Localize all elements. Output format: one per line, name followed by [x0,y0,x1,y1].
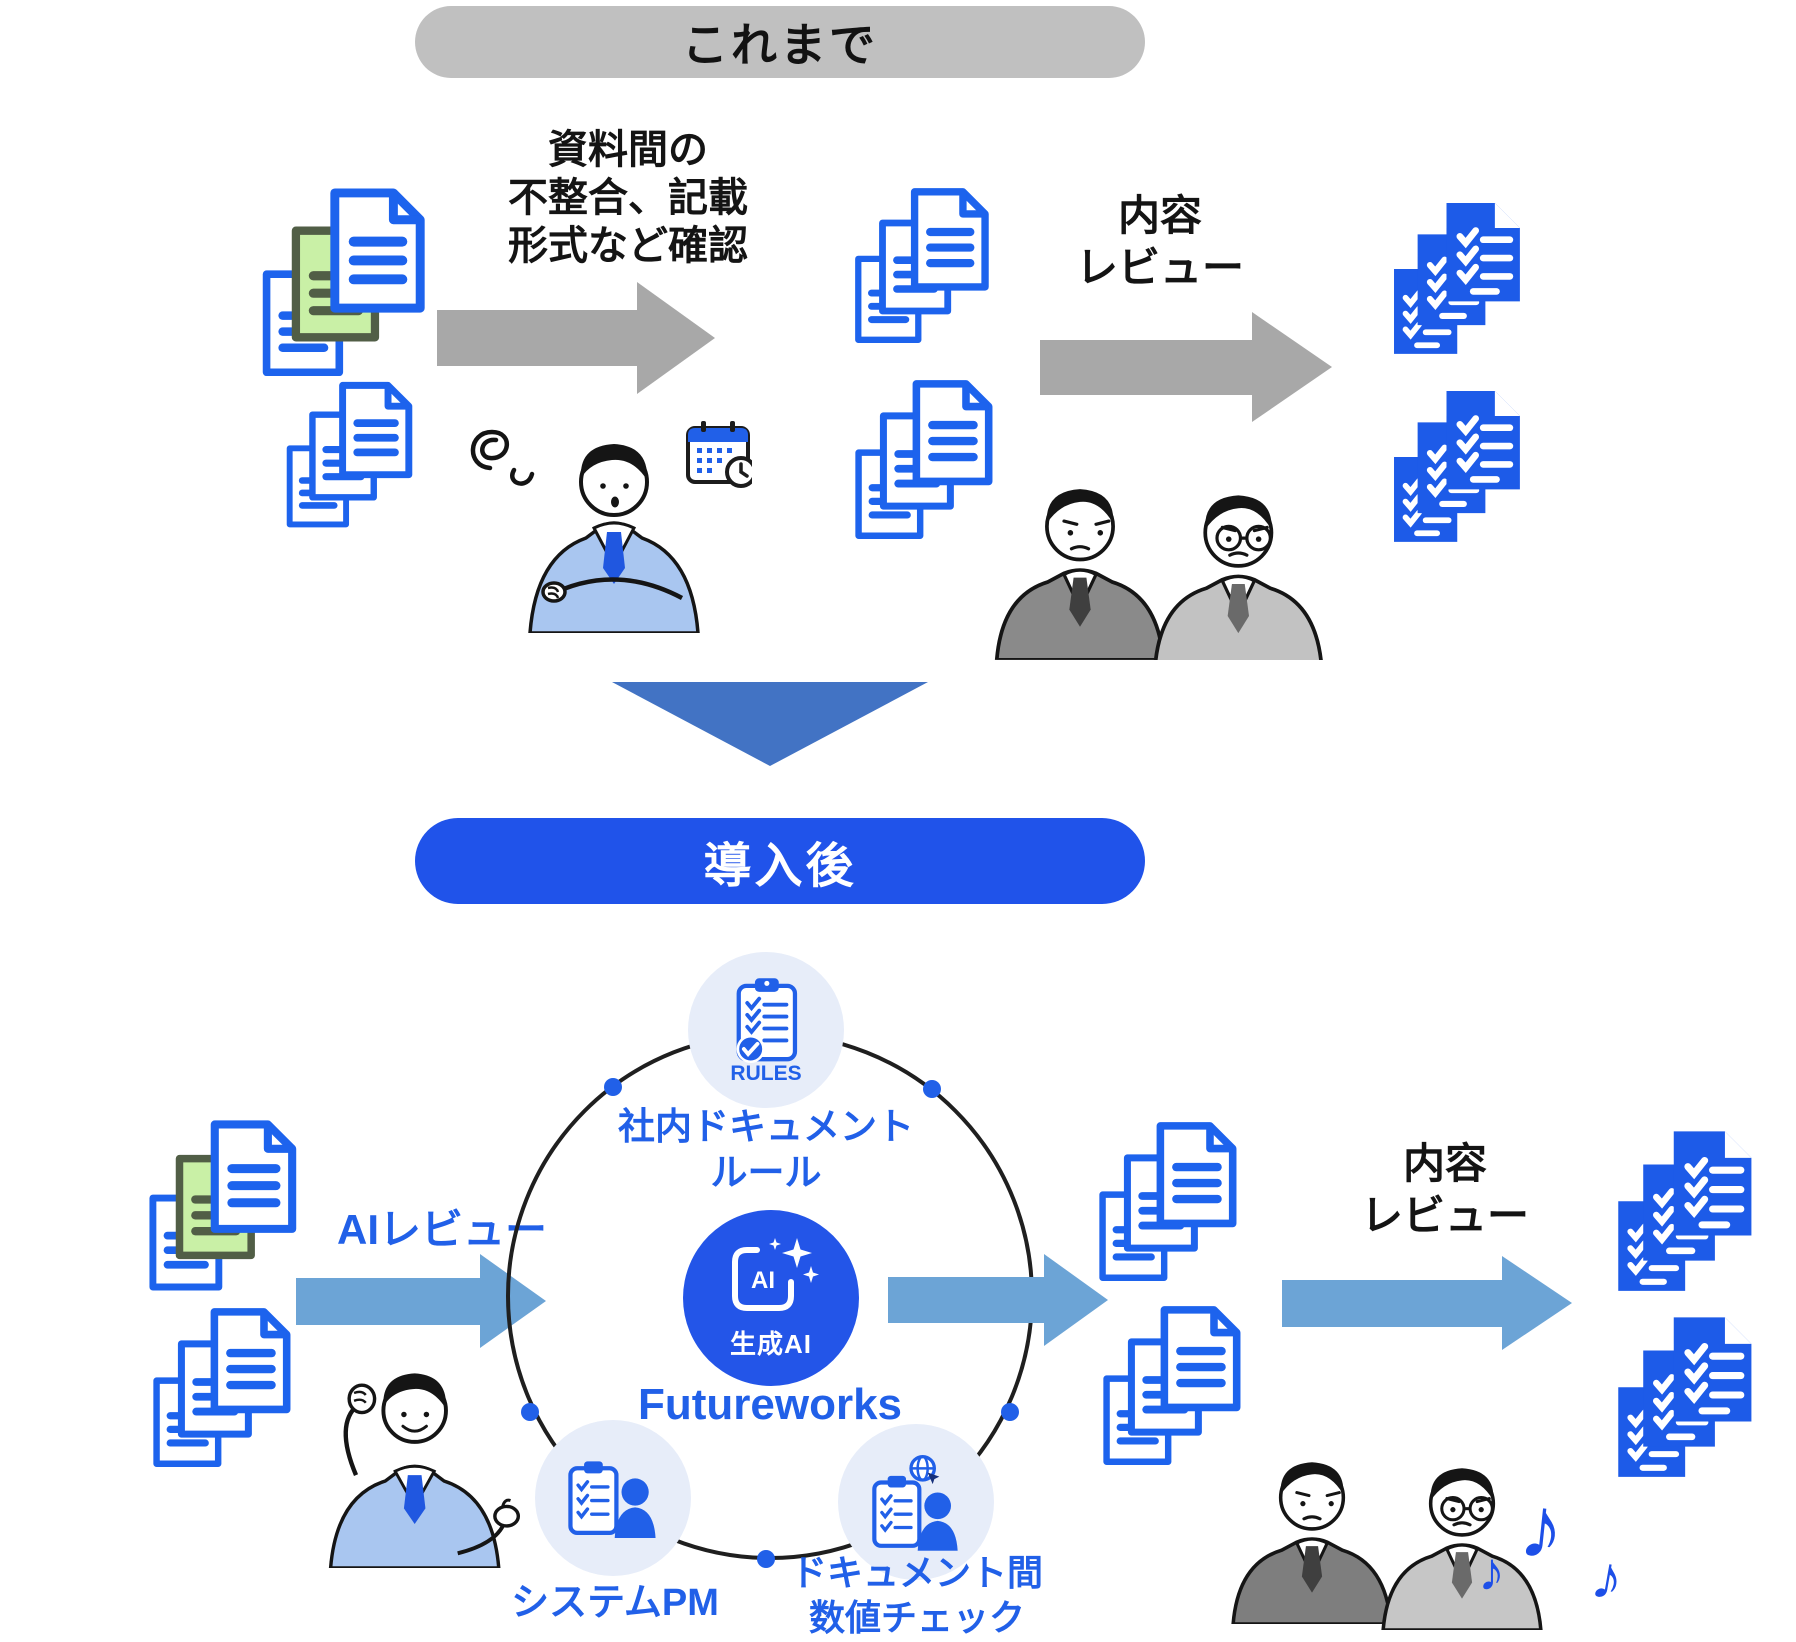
document-stack-icon [1096,1120,1242,1286]
music-note-icon: ♪ [1586,1541,1629,1616]
label-line: 形式など確認 [508,224,748,268]
rules-node-label: 社内ドキュメント ルール [560,1104,972,1196]
clipboard-person-icon [567,1458,659,1538]
clipboard-person-globe-icon [871,1454,961,1551]
numeric-check-label: ドキュメント間 数値チェック [762,1550,1072,1640]
rules-clipboard-icon [728,974,804,1066]
numeric-check-node [838,1424,994,1580]
document-stack-green-icon [255,186,435,382]
checked-document-stack-icon [1612,1126,1762,1307]
label-line: 内容 [1402,1140,1487,1187]
rules-badge: RULES [730,1062,802,1085]
label-line: ドキュメント間 [790,1552,1043,1593]
arrow-right-icon [296,1254,546,1348]
document-stack-green-icon [146,1118,302,1296]
rules-node: RULES [688,952,844,1108]
transition-down-arrow-icon [612,682,928,766]
document-stack-icon [150,1306,296,1472]
document-stack-icon [852,186,994,348]
document-stack-icon [268,380,433,532]
label-line: レビュー [1075,244,1244,291]
arrow-right-icon [1282,1256,1572,1350]
content-review-label: 内容 レビュー [1325,1138,1565,1242]
confused-worker-illustration [452,408,752,633]
before-banner: これまで [415,6,1145,78]
reviewers-illustration [994,487,1365,660]
checked-document-stack-icon [1612,1312,1762,1493]
after-banner: 導入後 [415,818,1145,904]
ai-sparkle-icon [723,1236,819,1322]
music-note-icon: ♪ [1514,1475,1570,1580]
label-line: レビュー [1360,1192,1529,1239]
checked-document-stack-icon [1388,386,1530,557]
generative-ai-node: 生成AI [683,1210,859,1386]
label-line: 資料間の [548,128,708,172]
checked-document-stack-icon [1388,198,1530,369]
content-review-label: 内容 レビュー [1040,190,1280,294]
label-line: 内容 [1117,192,1202,239]
label-line: 社内ドキュメント [618,1106,914,1147]
system-pm-node [535,1420,691,1576]
arrow-right-icon [437,282,715,394]
music-note-icon: ♪ [1478,1542,1505,1602]
label-line: 不整合、記載 [508,176,748,220]
product-name: Futureworks [637,1380,903,1429]
document-stack-icon [852,378,998,544]
arrow-right-icon [1040,312,1332,422]
arrow-right-icon [888,1254,1108,1346]
check-task-label: 資料間の 不整合、記載 形式など確認 [428,126,828,270]
generative-ai-caption: 生成AI [729,1328,812,1359]
label-line: ルール [710,1152,822,1193]
label-line: 数値チェック [808,1597,1025,1638]
system-pm-label: システムPM [511,1582,719,1624]
